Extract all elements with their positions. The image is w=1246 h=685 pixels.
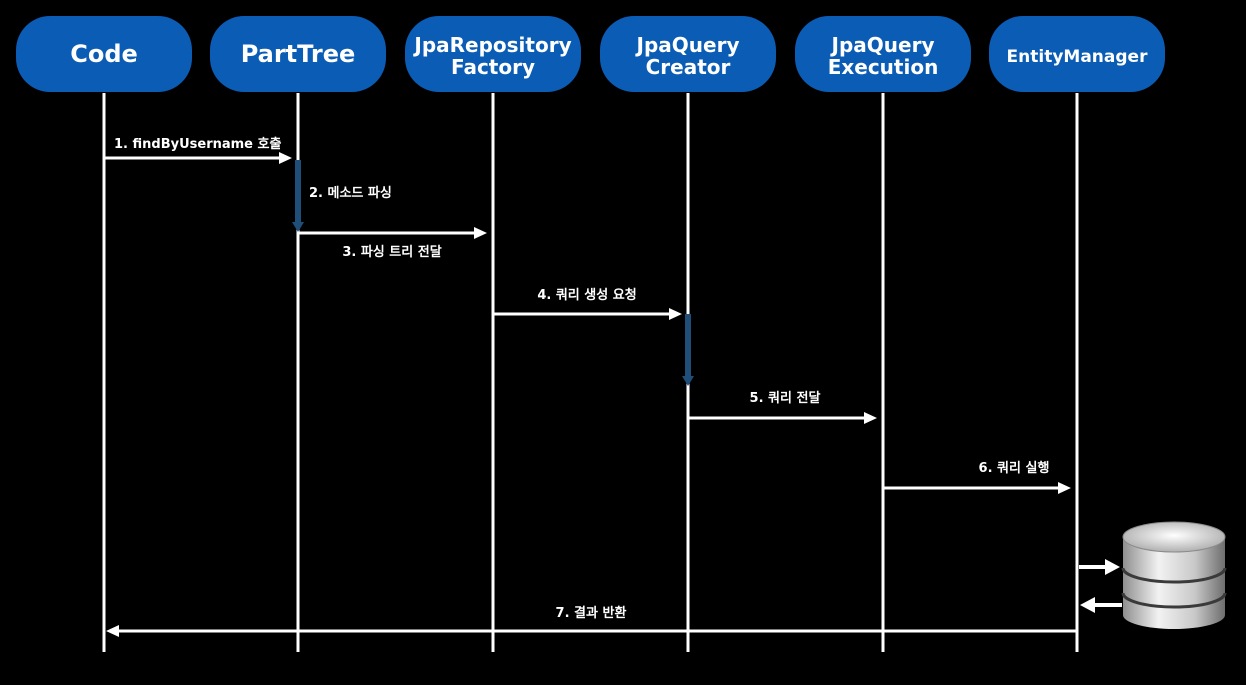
message-5: 5. 쿼리 전달 — [688, 390, 877, 424]
message-arrowhead — [474, 227, 487, 239]
message-arrowhead — [106, 625, 119, 637]
message-arrowhead — [669, 308, 682, 320]
actor-box — [600, 16, 776, 92]
message-3: 3. 파싱 트리 전달 — [298, 227, 487, 260]
actor-label: Factory — [451, 55, 535, 79]
message-arrowhead — [1058, 482, 1071, 494]
message-label: 5. 쿼리 전달 — [750, 390, 821, 406]
message-4: 4. 쿼리 생성 요청 — [493, 287, 682, 320]
actor-label: Code — [70, 40, 138, 68]
database-links — [1079, 559, 1122, 613]
actor-code: Code — [16, 16, 192, 92]
actor-label: JpaQuery — [635, 33, 740, 57]
message-7: 7. 결과 반환 — [106, 605, 1077, 637]
activation-bars — [292, 160, 694, 386]
message-arrowhead — [279, 152, 292, 164]
message-label: 4. 쿼리 생성 요청 — [537, 287, 636, 303]
actor-box — [210, 16, 386, 92]
actor-parttree: PartTree — [210, 16, 386, 92]
actor-box — [795, 16, 971, 92]
message-label: 3. 파싱 트리 전달 — [342, 244, 441, 260]
message-label: 1. findByUsername 호출 — [114, 136, 281, 152]
actor-label: PartTree — [241, 40, 356, 68]
actor-label: Creator — [646, 55, 731, 79]
message-label: 7. 결과 반환 — [556, 605, 627, 621]
actor-box — [989, 16, 1165, 92]
message-label: 2. 메소드 파싱 — [309, 186, 392, 201]
message-1: 1. findByUsername 호출 — [104, 136, 292, 164]
actor-box — [405, 16, 581, 92]
message-arrowhead — [864, 412, 877, 424]
lifelines — [102, 93, 1079, 652]
database-icon — [1121, 521, 1227, 629]
activation-arrow — [292, 160, 304, 232]
message-6: 6. 쿼리 실행 — [883, 460, 1071, 494]
actor-label: Execution — [828, 55, 939, 79]
message-2: 2. 메소드 파싱 — [309, 186, 392, 201]
messages: 1. findByUsername 호출 2. 메소드 파싱 3. 파싱 트리 전달… — [104, 136, 1077, 637]
actor-box — [16, 16, 192, 92]
message-label: 6. 쿼리 실행 — [979, 460, 1050, 476]
actor-entitymanager: EntityManager — [989, 16, 1165, 92]
actor-label: JpaQuery — [830, 33, 935, 57]
actor-label: JpaRepository — [412, 33, 571, 57]
activation-arrow — [682, 314, 694, 386]
actor-label: EntityManager — [1007, 47, 1149, 67]
